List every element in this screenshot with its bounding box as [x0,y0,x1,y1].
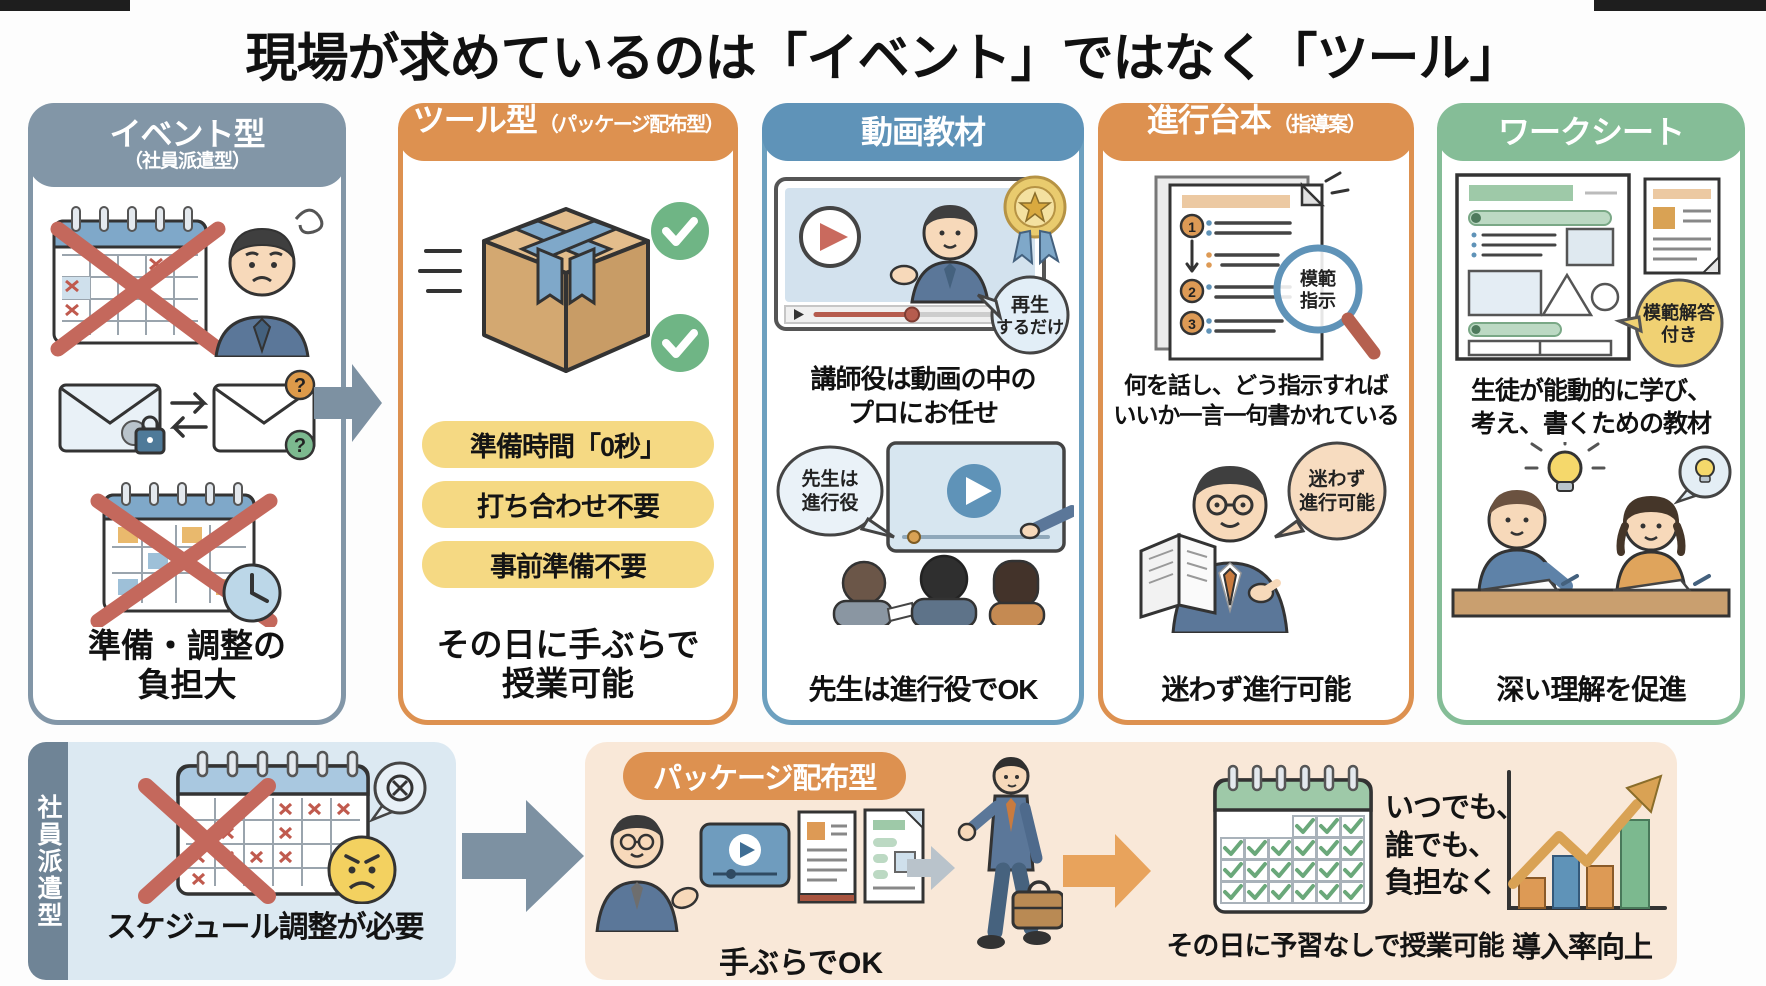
svg-text:1: 1 [1188,219,1196,235]
svg-text:進行役: 進行役 [801,491,858,514]
walking-businessman-illustration [957,757,1063,949]
transition-arrow-icon [462,800,584,912]
column-event-caption: 準備・調整の 負担大 [88,627,286,703]
photo-artifact-left [0,0,130,11]
column-video-caption: 先生は進行役でOK [808,673,1038,705]
badge-no-meeting: 打ち合わせ不要 [422,481,714,528]
column-worksheet: ワークシート 模範解答 付き 生徒が能動的 [1437,103,1745,725]
students-writing-illustration [1451,442,1732,618]
svg-text:3: 3 [1188,316,1196,332]
package-distribution-panel: パッケージ配布型 [585,742,1677,980]
email-exchange-illustration: ? ? [58,369,316,461]
svg-text:2: 2 [1188,284,1196,300]
column-event-title: イベント型 [109,115,265,152]
open-booklet-icon [1139,532,1217,619]
script-document-illustration: 1 2 3 模範 指示 [1154,171,1381,361]
svg-text:先生は: 先生は [801,467,858,490]
sad-face-icon [327,835,397,904]
svg-text:再生: 再生 [1011,293,1049,316]
column-script-title: 進行台本 [1146,102,1272,138]
column-script-description: 何を話し、どう指示すれば いいか一言一句書かれている [1113,372,1399,428]
teacher-facilitator-bubble: 先生は 進行役 [776,445,895,539]
reading-teacher-illustration: 迷わず 進行可能 [1139,441,1387,633]
column-video-header: 動画教材 [762,103,1084,161]
crossed-calendar-worried-man-illustration [50,206,324,357]
classroom-screen-illustration: 先生は 進行役 [776,440,1074,625]
audience-figures [832,554,1046,625]
column-video-material: 動画教材 再生 するだけ 講師役は動画の中の プロにお任 [762,103,1084,725]
worksheet-sheet-icon [863,808,925,904]
video-player-presenter-illustration: 再生 するだけ [774,175,1070,355]
magnifier-icon: 模範 指示 [1273,244,1381,360]
column-tool-header: ツール型（パッケージ配布型） [398,103,738,161]
worksheet-pages-illustration: 模範解答 付き [1455,173,1724,368]
idea-bubble-icon [1673,445,1732,505]
dispatch-type-panel: 社員派遣型 [28,742,456,980]
column-tool-type: ツール型（パッケージ配布型） 準備時間「0秒」 打ち合わせ不要 事前準備不要 そ… [398,103,738,725]
svg-text:進行可能: 進行可能 [1299,491,1375,514]
dispatch-type-label: 社員派遣型 [34,793,62,929]
svg-text:指示: 指示 [1300,290,1336,311]
guide-book-icon [797,810,857,904]
svg-text:付き: 付き [1661,324,1697,345]
column-script: 進行台本（指導案） 1 2 3 模範 指示 何を話し、どう指示すれば いいか一言… [1098,103,1414,725]
svg-text:模範解答: 模範解答 [1643,302,1716,323]
dispatch-type-side-tab: 社員派遣型 [28,742,68,980]
column-script-header: 進行台本（指導案） [1098,103,1414,161]
svg-text:迷わず: 迷わず [1307,468,1365,490]
crossed-calendar-clock-illustration [90,482,282,627]
orange-arrow-right-icon [1063,834,1151,908]
package-box-illustration [418,202,709,373]
svg-text:模範: 模範 [1300,268,1336,289]
column-video-title: 動画教材 [860,113,986,150]
play-only-bubble: 再生 するだけ [976,275,1070,355]
svg-text:するだけ: するだけ [996,318,1064,337]
x-speech-bubble-icon [368,761,427,823]
arrow-right-icon [314,364,382,442]
adoption-rate-caption: 導入率向上 [1511,932,1653,964]
column-tool-caption: その日に手ぶらで 授業可能 [436,626,700,703]
column-worksheet-caption: 深い理解を促進 [1496,673,1686,705]
badge-zero-prep-time: 準備時間「0秒」 [422,421,714,468]
bottom-comparison-strip: 社員派遣型 [0,742,1766,980]
column-tool-subtitle: （パッケージ配布型） [538,114,725,136]
column-worksheet-description: 生徒が能動的に学び、 考え、書くための教材 [1470,377,1712,438]
page-title: 現場が求めているのは「イベント」ではなく「ツール」 [245,30,1521,88]
presenter-with-materials-illustration [595,808,925,932]
award-badge-icon [1003,175,1067,266]
column-video-description: 講師役は動画の中の プロにお任せ [810,364,1036,428]
anytime-note: いつでも、 誰でも、 負担なく [1385,792,1525,900]
package-distribution-label: パッケージ配布型 [623,752,907,800]
column-worksheet-header: ワークシート [1437,103,1745,161]
video-lesson-icon [699,822,791,888]
column-script-subtitle: （指導案） [1272,114,1367,136]
column-script-caption: 迷わず進行可能 [1161,673,1351,705]
same-day-caption: その日に予習なしで授業可能 [1166,931,1504,961]
hands-free-caption: 手ぶらでOK [718,947,884,980]
question-mark-icon: ? [294,435,306,457]
column-tool-title: ツール型 [412,102,538,138]
small-arrow-right-icon [907,846,955,890]
photo-artifact-right [1594,0,1766,11]
column-worksheet-title: ワークシート [1497,113,1685,150]
column-event-subtitle: （社員派遣型） [123,151,251,173]
model-answer-bubble: 模範解答 付き [1614,278,1724,368]
checked-calendar-illustration [1213,764,1373,914]
column-event-header: イベント型 （社員派遣型） [28,103,346,187]
small-handout-icon [1643,177,1721,275]
dispatch-caption: スケジュール調整が必要 [106,911,425,944]
briefcase-icon [1011,880,1063,930]
badge-no-advance-prep: 事前準備不要 [422,541,714,588]
lightbulb-icon [1524,442,1606,492]
column-event-type: イベント型 （社員派遣型） [28,103,346,725]
question-mark-icon: ? [294,375,306,397]
schedule-conflict-illustration [138,750,427,904]
growth-chart-illustration [1507,770,1667,910]
no-hesitation-bubble: 迷わず 進行可能 [1274,441,1387,541]
